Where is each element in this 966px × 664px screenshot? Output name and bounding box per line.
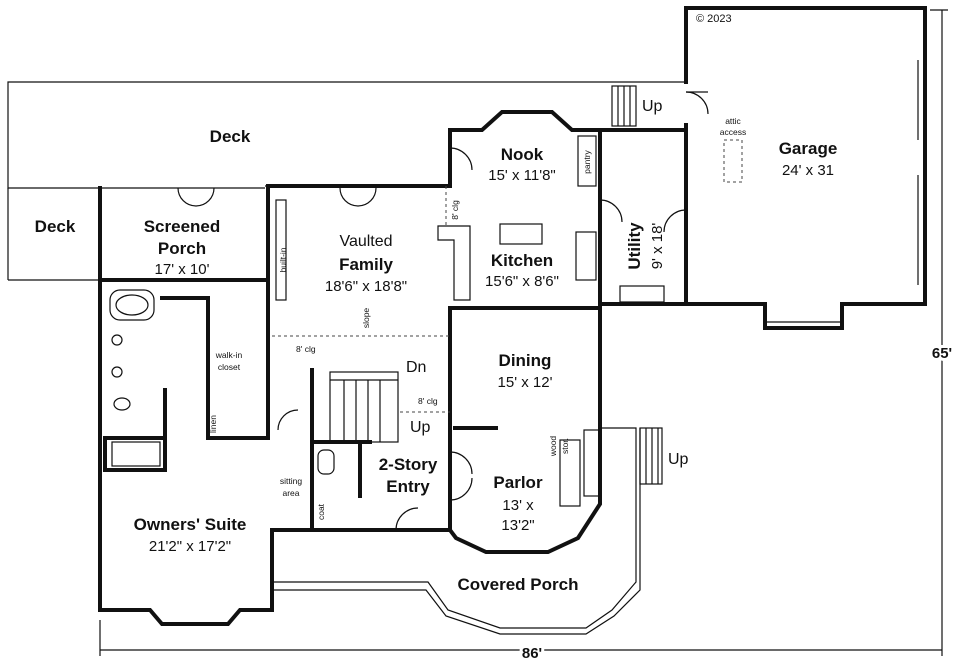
covered-porch-name: Covered Porch — [458, 575, 579, 594]
deck-outline — [7, 81, 686, 281]
stair-treads — [329, 371, 399, 443]
attic-access-label-2: access — [720, 127, 746, 137]
family-name-2: Family — [339, 255, 393, 274]
family-ceiling-label: 8' clg — [296, 344, 316, 354]
garage-dims: 24' x 31 — [782, 162, 834, 179]
copyright-text: © 2023 — [696, 13, 732, 25]
overall-width-label: 86' — [522, 645, 542, 662]
garage-name: Garage — [779, 139, 838, 158]
parlor-dims-1: 13' x — [502, 497, 534, 514]
sitting-area-label-1: sitting — [280, 476, 302, 486]
stair-down-label: Dn — [406, 359, 426, 376]
screened-porch-name-1: Screened — [144, 217, 221, 236]
utility-dims: 9' x 18' — [649, 223, 666, 270]
dining-dims: 15' x 12' — [498, 374, 553, 391]
owners-suite-dims: 21'2" x 17'2" — [149, 538, 231, 555]
wood-storage-label-1: wood — [548, 436, 558, 458]
sitting-area-label-2: area — [282, 488, 299, 498]
deck-top-label: Deck — [210, 127, 251, 146]
overall-depth-label: 65' — [932, 345, 952, 362]
pantry-label: pantry — [582, 149, 592, 173]
family-dims: 18'6" x 18'8" — [325, 278, 407, 295]
entry-name-2: Entry — [386, 477, 430, 496]
porch-up-label: Up — [668, 451, 689, 468]
fixtures — [109, 135, 665, 507]
doors — [177, 147, 687, 531]
kitchen-dims: 15'6" x 8'6" — [485, 273, 559, 290]
kitchen-name: Kitchen — [491, 251, 553, 270]
dimension-lines — [99, 9, 948, 656]
parlor-dims-2: 13'2" — [501, 517, 534, 534]
deck-steps — [611, 85, 637, 127]
walk-in-closet-label-2: closet — [218, 362, 241, 372]
screened-porch-dims: 17' x 10' — [155, 261, 210, 278]
attic-access-label-1: attic — [725, 116, 741, 126]
covered-porch-outline — [272, 427, 663, 635]
entry-name-1: 2-Story — [379, 455, 438, 474]
walk-in-closet-label-1: walk-in — [215, 350, 243, 360]
stair-ceiling-label: 8' clg — [418, 396, 438, 406]
owners-suite-name: Owners' Suite — [134, 515, 247, 534]
built-in-label: built-in — [278, 247, 288, 272]
utility-name: Utility — [625, 222, 644, 270]
nook-name: Nook — [501, 145, 544, 164]
coat-label: coat — [316, 503, 326, 520]
stair-up-label: Up — [410, 419, 431, 436]
house-walls — [98, 110, 688, 626]
parlor-name: Parlor — [493, 473, 543, 492]
family-name-1: Vaulted — [339, 233, 392, 250]
wood-storage-label-2: stor. — [560, 438, 570, 454]
screened-porch-name-2: Porch — [158, 239, 206, 258]
deck-up-label: Up — [642, 98, 663, 115]
slope-label: slope — [361, 308, 371, 329]
garage-walls — [684, 6, 927, 330]
linen-label: linen — [208, 415, 218, 433]
dining-name: Dining — [499, 351, 552, 370]
nook-dims: 15' x 11'8" — [488, 167, 556, 184]
deck-left-label: Deck — [35, 217, 76, 236]
nook-ceiling-label: 8' clg — [450, 200, 460, 220]
